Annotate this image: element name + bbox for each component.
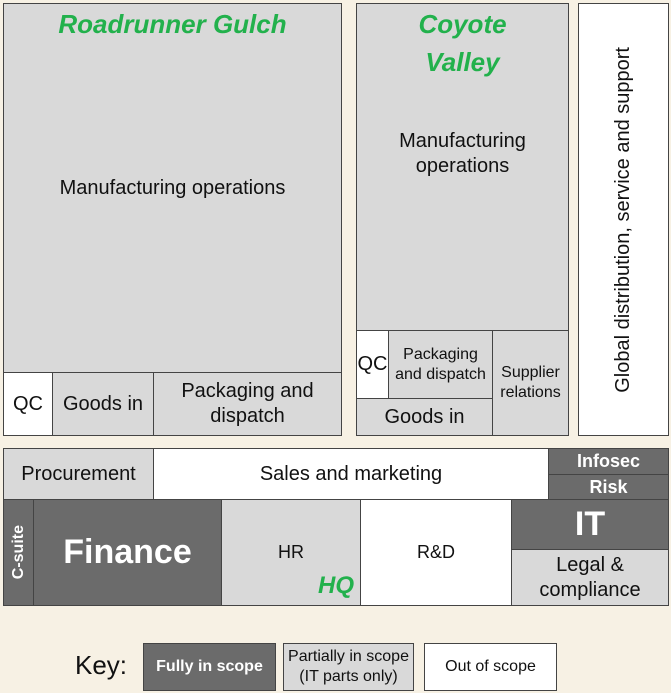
coyote-goods-in: Goods in xyxy=(356,398,493,436)
procurement: Procurement xyxy=(3,448,154,500)
risk: Risk xyxy=(548,474,669,500)
roadrunner-goods-in: Goods in xyxy=(52,372,154,436)
coyote-manufacturing-label: Manufacturing operations xyxy=(399,130,526,177)
key-partially-in-scope: Partially in scope (IT parts only) xyxy=(283,643,414,691)
key-label: Key: xyxy=(75,650,128,680)
key-fully-in-scope: Fully in scope xyxy=(143,643,276,691)
roadrunner-manufacturing-label: Manufacturing operations xyxy=(59,176,286,199)
roadrunner-qc: QC xyxy=(3,372,53,436)
hr-label: HR xyxy=(278,542,304,563)
it: IT xyxy=(511,499,669,550)
roadrunner-packaging: Packaging and dispatch xyxy=(153,372,342,436)
global-distribution: Global distribution, service and support xyxy=(578,3,669,436)
infosec: Infosec xyxy=(548,448,669,475)
coyote-supplier-relations: Supplier relations xyxy=(492,330,569,436)
c-suite-label: C-suite xyxy=(9,525,27,580)
c-suite: C-suite xyxy=(3,499,34,606)
coyote-title-line2: Valley xyxy=(425,47,500,77)
legal-and-compliance: Legal & compliance xyxy=(511,549,669,606)
hq-label: HQ xyxy=(318,572,354,599)
r-and-d: R&D xyxy=(360,499,512,606)
global-distribution-label: Global distribution, service and support xyxy=(612,46,634,393)
finance: Finance xyxy=(33,499,222,606)
hr: HR HQ xyxy=(221,499,361,606)
sales-and-marketing: Sales and marketing xyxy=(153,448,549,500)
coyote-qc: QC xyxy=(356,330,389,399)
key-out-of-scope: Out of scope xyxy=(424,643,557,691)
roadrunner-manufacturing: Roadrunner Gulch Manufacturing operation… xyxy=(3,3,342,373)
coyote-title-line1: Coyote xyxy=(418,9,507,39)
coyote-packaging: Packaging and dispatch xyxy=(388,330,493,399)
roadrunner-title: Roadrunner Gulch xyxy=(58,9,287,39)
coyote-manufacturing: Coyote Valley Manufacturing operations xyxy=(356,3,569,331)
